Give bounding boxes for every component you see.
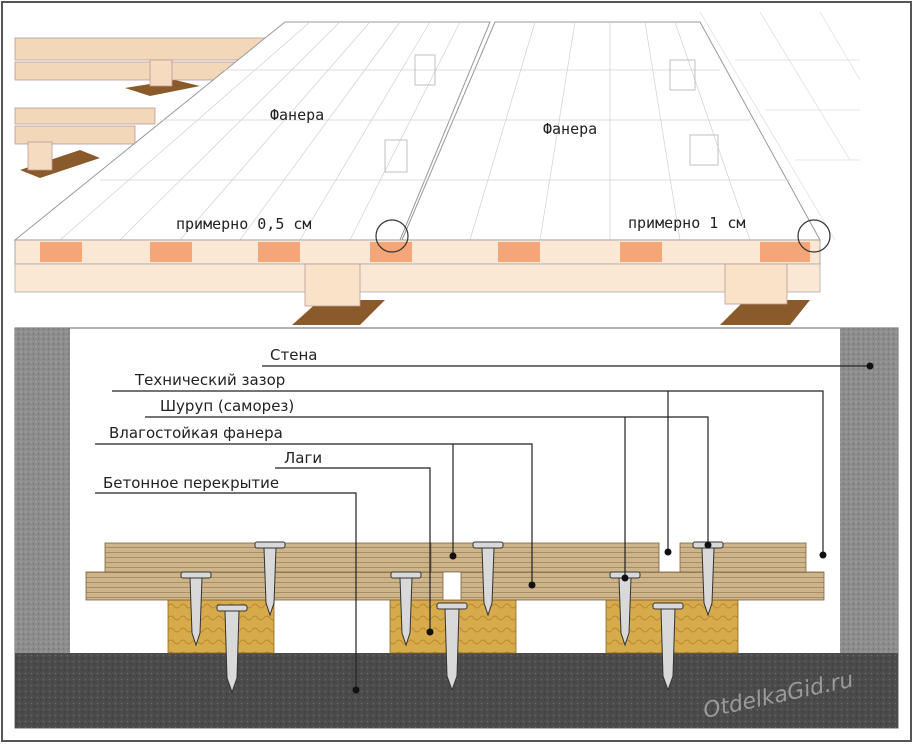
wall-right <box>840 328 898 653</box>
gap-right-label: примерно 1 см <box>628 214 745 232</box>
gap-marker-left <box>375 219 409 253</box>
screw <box>609 571 641 647</box>
plywood-upper-sheet <box>430 542 660 573</box>
label-screw: Шуруп (саморез) <box>160 397 294 415</box>
leader-lines <box>95 365 870 690</box>
screw <box>472 541 504 617</box>
screws <box>180 541 724 694</box>
label-plywood: Влагостойкая фанера <box>109 424 283 442</box>
screw <box>390 571 422 647</box>
screw <box>436 602 468 692</box>
screw <box>180 571 212 647</box>
top-perspective-view: Фанера Фанера примерно 0,5 см примерно 1… <box>13 11 861 325</box>
sheet-right-label: Фанера <box>543 120 597 138</box>
screw <box>216 604 248 694</box>
label-joists: Лаги <box>284 449 322 467</box>
label-wall: Стена <box>270 346 317 364</box>
screw <box>254 541 286 617</box>
label-concrete: Бетонное перекрытие <box>103 474 279 492</box>
cross-section-view: Стена Технический зазор Шуруп (саморез) … <box>14 327 899 729</box>
sheet-left-label: Фанера <box>270 106 324 124</box>
screw <box>652 602 684 692</box>
gap-marker-right <box>797 219 831 253</box>
leader-dots <box>352 362 874 694</box>
gap-left-label: примерно 0,5 см <box>176 215 311 233</box>
wall-left <box>15 328 70 653</box>
label-technical-gap: Технический зазор <box>134 371 285 389</box>
